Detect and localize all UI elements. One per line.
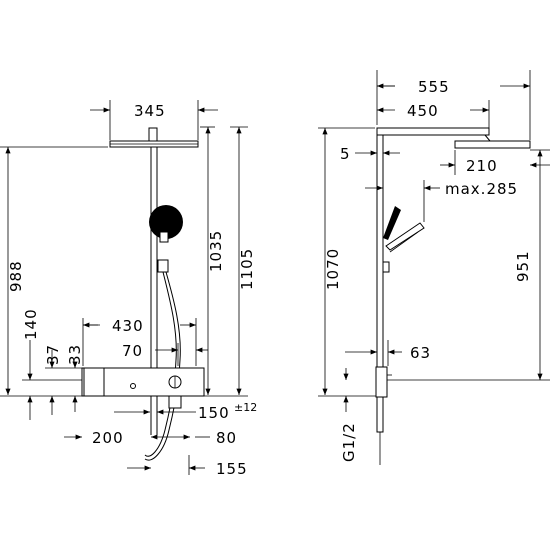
dim-g1-2: G1/2	[340, 422, 358, 462]
dim-430: 430	[112, 317, 144, 335]
side-shower-arm	[376, 127, 490, 136]
front-view: 345 988 1035 1105 430 140 37	[0, 100, 257, 478]
side-hand-shower	[385, 222, 425, 251]
dim-951: 951	[514, 250, 532, 282]
dim-63: 63	[410, 344, 431, 362]
side-view: 555 450 5 210 max.285 1070 951	[318, 70, 550, 465]
dim-37: 37	[44, 344, 62, 365]
dim-988: 988	[7, 260, 25, 292]
hand-shower-head	[149, 205, 183, 239]
dim-450: 450	[407, 102, 439, 120]
side-hand-shower-top	[383, 206, 401, 240]
dim-150: 150	[198, 404, 230, 422]
dim-1105: 1105	[238, 248, 256, 290]
dim-555: 555	[418, 78, 450, 96]
thermostat-shelf	[83, 367, 105, 397]
dim-210: 210	[466, 157, 498, 175]
dim-140: 140	[22, 308, 40, 340]
dim-max-285: max.285	[445, 180, 518, 198]
tolerance-12: ±12	[234, 401, 257, 414]
shower-arm-joint	[148, 127, 158, 142]
dim-1035: 1035	[207, 230, 225, 272]
shower-hose	[144, 271, 177, 457]
dim-1070: 1070	[324, 248, 342, 290]
dim-345: 345	[134, 102, 166, 120]
dim-5: 5	[340, 145, 351, 163]
dim-80: 80	[216, 429, 237, 447]
side-thermostat	[375, 366, 388, 398]
dim-33: 33	[66, 344, 84, 365]
side-shower-head	[454, 140, 531, 149]
dim-70: 70	[122, 342, 143, 360]
dim-155: 155	[216, 460, 248, 478]
hand-shower-holder	[157, 259, 169, 273]
dim-200: 200	[92, 429, 124, 447]
